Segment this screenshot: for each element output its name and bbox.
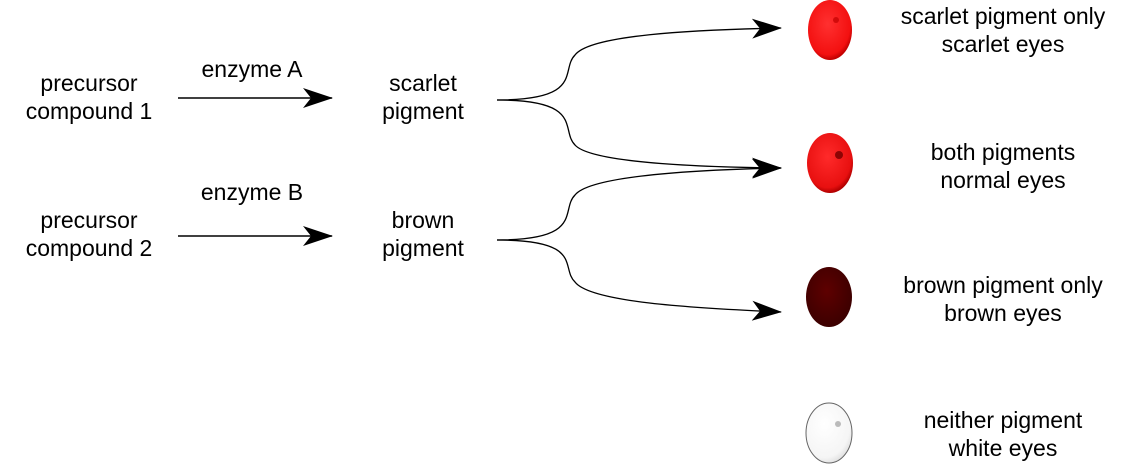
precursor-2-line2: compound 2 — [25, 235, 153, 261]
brown-pigment-label: brown pigment — [382, 206, 464, 262]
outcome-brown-line1: brown pigment only — [903, 272, 1103, 298]
outcome-normal-line1: both pigments — [930, 139, 1076, 165]
outcome-brown-line2: brown eyes — [944, 300, 1062, 326]
precursor-1-line2: compound 1 — [25, 98, 153, 124]
brown-pigment-line1: brown — [391, 207, 455, 233]
outcome-normal-eyes-label: both pigments normal eyes — [931, 138, 1075, 194]
scarlet-pigment-line1: scarlet — [389, 70, 457, 96]
brown-pigment-line2: pigment — [382, 235, 464, 261]
outcome-brown-eyes-label: brown pigment only brown eyes — [903, 271, 1102, 327]
enzyme-a-label: enzyme A — [201, 56, 303, 82]
normal-eye-icon — [807, 133, 853, 193]
outcome-normal-line2: normal eyes — [940, 167, 1066, 193]
outcome-scarlet-line1: scarlet pigment only — [900, 3, 1106, 29]
scarlet-pigment-label: scarlet pigment — [382, 69, 464, 125]
scarlet-pigment-line2: pigment — [382, 98, 464, 124]
outcome-white-eyes-label: neither pigment white eyes — [924, 406, 1083, 462]
outcome-scarlet-line2: scarlet eyes — [941, 31, 1065, 57]
scarlet-to-scarlet-eyes-arrow — [496, 18, 782, 101]
enzyme-b-label: enzyme B — [200, 179, 304, 205]
brown-to-normal-eyes-arrow — [496, 158, 782, 241]
scarlet-to-normal-eyes-arrow — [496, 99, 782, 178]
precursor-2-line1: precursor — [40, 207, 138, 233]
scarlet-eye-icon — [808, 0, 852, 60]
outcome-scarlet-eyes-label: scarlet pigment only scarlet eyes — [901, 2, 1106, 58]
outcome-white-line1: neither pigment — [923, 407, 1083, 433]
white-eye-icon — [805, 402, 853, 464]
precursor-compound-1-label: precursor compound 1 — [26, 69, 153, 125]
outcome-white-line2: white eyes — [948, 435, 1058, 461]
precursor-1-line1: precursor — [40, 70, 138, 96]
brown-to-brown-eyes-arrow — [496, 239, 782, 321]
brown-eye-icon — [806, 267, 852, 327]
precursor-compound-2-label: precursor compound 2 — [26, 206, 153, 262]
